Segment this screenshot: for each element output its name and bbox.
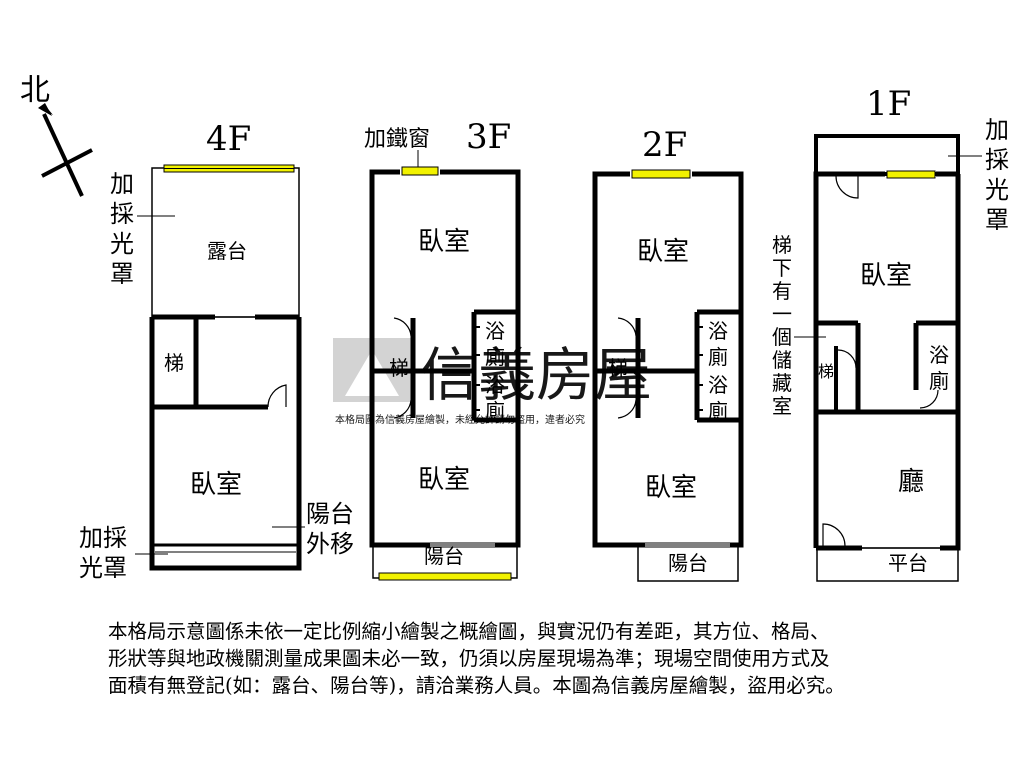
disclaimer-line: 面積有無登記(如：露台、陽台等)，請洽業務人員。本圖為信義房屋繪製，盜用必究。 xyxy=(108,674,845,697)
room-bedroom-bottom: 臥室 xyxy=(645,473,697,503)
window xyxy=(378,572,512,581)
svg-text:廁: 廁 xyxy=(708,399,728,423)
svg-text:浴: 浴 xyxy=(708,373,728,397)
svg-text:浴: 浴 xyxy=(708,319,728,343)
svg-text:採: 採 xyxy=(110,200,134,228)
label-balcony-moved: 陽台 外移 xyxy=(272,500,354,558)
svg-text:廁: 廁 xyxy=(708,345,728,369)
svg-text:廁: 廁 xyxy=(485,345,505,369)
walls-4f xyxy=(149,317,302,571)
svg-text:下: 下 xyxy=(772,256,792,280)
svg-text:光罩: 光罩 xyxy=(79,554,127,582)
room-stair: 梯 xyxy=(389,356,409,380)
floor-title-4f: 4F xyxy=(206,119,251,159)
door-swing xyxy=(837,349,857,369)
room-stair: 梯 xyxy=(818,362,834,381)
svg-text:加: 加 xyxy=(985,116,1009,144)
svg-text:一: 一 xyxy=(772,302,792,326)
window xyxy=(631,169,691,179)
room-bedroom-top: 臥室 xyxy=(418,227,470,257)
north-arrow-icon: 北 xyxy=(20,73,93,197)
door-swing xyxy=(919,389,939,409)
room-bath: 浴 廁 xyxy=(929,343,949,393)
svg-text:有: 有 xyxy=(772,279,792,303)
door-swing xyxy=(835,175,859,199)
room-bedroom: 臥室 xyxy=(860,261,912,291)
room-terrace: 露台 xyxy=(207,239,247,263)
room-living: 廳 xyxy=(898,467,924,497)
room-bath-2: 浴 廁 xyxy=(485,373,505,423)
door-swing xyxy=(617,317,637,337)
watermark-brand: 信義房屋 xyxy=(420,341,652,409)
door-swing xyxy=(267,384,287,408)
room-stair: 梯 xyxy=(164,351,184,375)
room-bedroom-bottom: 臥室 xyxy=(418,465,470,495)
room-bath-1: 浴 廁 xyxy=(485,319,505,369)
svg-text:室: 室 xyxy=(772,394,792,418)
svg-text:浴: 浴 xyxy=(485,319,505,343)
svg-text:梯: 梯 xyxy=(772,233,792,257)
floor-2f: 2F 臥室 臥室 梯 浴 廁 浴 廁 陽台 xyxy=(592,125,744,582)
svg-text:罩: 罩 xyxy=(110,260,134,288)
floor-3f: 3F 加鐵窗 臥室 臥室 梯 浴 廁 浴 廁 陽台 xyxy=(364,117,521,581)
svg-text:浴: 浴 xyxy=(485,373,505,397)
room-bedroom: 臥室 xyxy=(190,470,242,500)
north-label: 北 xyxy=(20,73,50,108)
room-bedroom-top: 臥室 xyxy=(637,237,689,267)
disclaimer-text: 本格局示意圖係未依一定比例縮小繪製之概繪圖，與實況仍有差距，其方位、格局、 形狀… xyxy=(108,618,968,699)
svg-text:光: 光 xyxy=(110,230,134,258)
label-skylight-bottom: 加採 光罩 xyxy=(79,524,168,582)
room-platform: 平台 xyxy=(888,551,928,575)
floor-plan-diagram: 信義房屋 本格局圖為信義房屋繪製，未經允許請勿盜用，違者必究 北 4F 露台 梯… xyxy=(20,73,1009,582)
room-bath-2: 浴 廁 xyxy=(708,373,728,423)
svg-text:廁: 廁 xyxy=(929,369,949,393)
window xyxy=(886,170,936,179)
floor-4f: 4F 露台 梯 臥室 加 採 光 罩 加採 光罩 陽台 xyxy=(79,119,354,582)
skylight-frame xyxy=(814,134,960,176)
room-stair: 梯 xyxy=(608,356,628,380)
svg-text:個: 個 xyxy=(772,325,792,349)
disclaimer-line: 形狀等與地政機關測量成果圖未必一致，仍須以房屋現場為準；現場空間使用方式及 xyxy=(108,647,830,670)
door-swing xyxy=(617,399,637,419)
svg-text:浴: 浴 xyxy=(929,343,949,367)
svg-text:光: 光 xyxy=(985,176,1009,204)
room-bath-1: 浴 廁 xyxy=(708,319,728,369)
svg-text:罩: 罩 xyxy=(985,206,1009,234)
room-balcony: 陽台 xyxy=(668,551,708,575)
door-swing xyxy=(822,523,846,547)
disclaimer-line: 本格局示意圖係未依一定比例縮小繪製之概繪圖，與實況仍有差距，其方位、格局、 xyxy=(108,620,830,643)
svg-text:藏: 藏 xyxy=(772,371,792,395)
svg-text:儲: 儲 xyxy=(772,348,792,372)
door-swing xyxy=(393,317,412,337)
door-swing xyxy=(393,399,412,419)
svg-text:採: 採 xyxy=(985,146,1009,174)
svg-text:加採: 加採 xyxy=(79,524,127,552)
floor-title-3f: 3F xyxy=(466,117,511,157)
label-skylight-top: 加 採 光 罩 xyxy=(110,170,175,288)
label-iron-window: 加鐵窗 xyxy=(364,127,430,152)
svg-text:加: 加 xyxy=(110,170,134,198)
label-storage-note: 梯 下 有 一 個 儲 藏 室 xyxy=(772,233,826,418)
svg-text:外移: 外移 xyxy=(306,530,354,558)
svg-text:廁: 廁 xyxy=(485,399,505,423)
floor-title-2f: 2F xyxy=(642,125,687,165)
room-balcony: 陽台 xyxy=(424,544,464,568)
label-skylight: 加 採 光 罩 xyxy=(948,116,1009,234)
floor-1f: 1F 加 採 光 罩 梯 下 有 xyxy=(772,84,1009,582)
window xyxy=(401,166,439,176)
watermark-small-text: 本格局圖為信義房屋繪製，未經允許請勿盜用，違者必究 xyxy=(335,413,585,426)
svg-text:陽台: 陽台 xyxy=(306,500,354,528)
floor-title-1f: 1F xyxy=(866,84,911,124)
